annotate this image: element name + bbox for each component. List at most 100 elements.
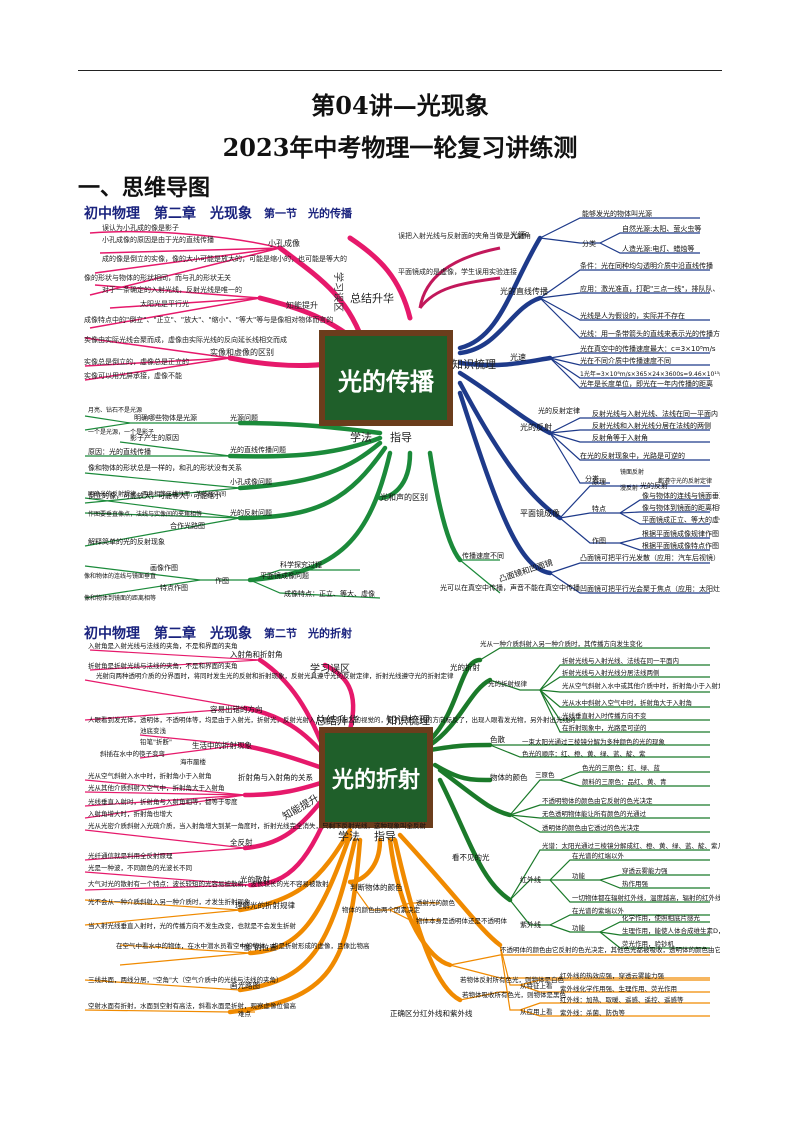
- map1-note: 成的像是倒立的实像，像的大小可能是放大的，可能是缩小的，也可能是等大的: [102, 254, 347, 263]
- map1-note: 成像特点中的"倒立"、"正立"、"放大"、"缩小"、"等大"等与是像相对物体而言…: [84, 315, 333, 324]
- map2-branch-infrared: 红外线: [520, 875, 541, 884]
- map1-note: 能够发光的物体叫光源: [582, 209, 652, 218]
- map2-hub-knowledge: 知识梳理: [386, 713, 430, 727]
- map1-note: 光的反射定律: [538, 406, 580, 415]
- map2-branch-rule: 理解光的折射规律: [235, 900, 295, 910]
- map2-note: 穿透云雾能力强: [622, 866, 668, 875]
- map1-note: 小孔成像的原因是由于光的直线传播: [102, 235, 214, 244]
- map2-title: 初中物理 第二章 光现象: [84, 625, 252, 642]
- map2-note: 光线垂直射入时传播方向不变: [562, 711, 647, 720]
- map1-note: 人造光源:电灯、蜡烛等: [622, 244, 694, 253]
- map1-note: 解释简单的光的反射现象: [88, 537, 165, 546]
- map2-branch-refraction: 光的折射: [450, 662, 480, 672]
- map1-note: 实像总是倒立的，虚像总是正立的: [84, 357, 189, 366]
- map2-note: 透明体的颜色由它透过的色光决定: [542, 823, 640, 832]
- map2-branch-life: 生活中的折射现象: [192, 740, 252, 750]
- map1-branch-sound: 光和声的区别: [380, 492, 428, 502]
- map1-note: 科学探究过程: [280, 560, 322, 569]
- map2-note: 红外线的热效应强，穿透云雾能力强: [560, 971, 665, 980]
- map1-note: 漫反射: [620, 484, 638, 492]
- map2-note: 功能: [572, 923, 586, 932]
- map2-note: 在空气中看水中的物体，在水中潜水员看空中的物体，均是折射形成的虚像，且像比物高: [116, 941, 370, 950]
- map2-note: 光是一种波，不同颜色的光波长不同: [88, 863, 192, 872]
- map2-note: 折射光线与入射光线、法线在同一平面内: [562, 656, 679, 665]
- map2-note: 三原色: [535, 770, 555, 779]
- map2-branch-judge: 判断物体的颜色: [350, 882, 403, 892]
- map2-note: 大气对光的散射有一个特点：波长较短的光容易被散射，波长较长的光不容易被散射: [88, 879, 329, 888]
- map2-note: 在光谱的红端以外: [572, 851, 625, 860]
- map1-mistake-1: 误把入射光线与反射面的夹角当做是入射角: [398, 231, 531, 240]
- map2-note: 功能: [572, 871, 586, 880]
- map2-branch-ir-uv: 正确区分红外线和紫外线: [390, 1008, 473, 1018]
- map1-note: 合作光路图: [170, 521, 205, 530]
- map2-branch-confuse: 容易出错的方向: [210, 704, 263, 714]
- map2-note: 不透明体的颜色由它反射的色光决定，其他色光都被吸收，透明体的颜色由它透过的色光决…: [500, 945, 720, 954]
- map1-note: 一个是光源，一个是影子: [88, 428, 154, 436]
- map2-note: 不透明物体的颜色由它反射的色光决定: [542, 796, 653, 805]
- map2-note: 光从空气斜射入水中时，折射角小于入射角: [88, 771, 212, 780]
- map2-note: 斜插在水中的筷子变弯: [100, 749, 166, 758]
- map2-note: 池底变浅: [140, 726, 167, 735]
- map2-note: 一切物体都在辐射红外线，温度越高，辐射的红外线越多: [572, 893, 720, 902]
- map1-branch-source: 光源: [510, 230, 526, 240]
- map1-note: 实像由实际光线会聚而成，虚像由实际光线的反向延长线相交而成: [84, 335, 287, 344]
- map2-note: 在光谱的紫端以外: [572, 906, 625, 915]
- map1-note: 光线是人为假设的，实际并不存在: [580, 311, 685, 320]
- mind-map-light-refraction: 初中物理 第二章 光现象 第二节 光的折射: [80, 620, 720, 1025]
- document-subtitle: 2023年中考物理一轮复习讲练测: [222, 133, 578, 162]
- map2-note: 生理作用，能使人体合成维生素D，过量照射会使皮肤粗糙: [622, 926, 720, 935]
- map1-note: 倒立的像，可能放大，可能等大，可能缩小: [88, 491, 221, 500]
- map1-note: 光年是长度单位，即光在一年内传播的距离: [580, 379, 713, 388]
- map1-note: 特点: [592, 504, 606, 513]
- map1-note: 平面镜成正立、等大的虚像: [642, 515, 720, 524]
- map1-section: 第一节 光的传播: [264, 206, 353, 220]
- map2-center-label: 光的折射: [331, 767, 420, 793]
- map2-note: 折射角是折射光线与法线的夹角，不是和界面的夹角: [88, 661, 238, 670]
- map1-branch-small-hole: 小孔成像: [268, 238, 300, 248]
- map2-branch-scatter: 光的散射: [240, 874, 270, 884]
- map1-note: 反射光线和入射光线分居在法线的两侧: [592, 421, 711, 430]
- map2-note: 热作用强: [622, 879, 649, 888]
- map2-note: 光射向两种透明介质的分界面时，将同时发生光的反射和折射现象，反射光具遵守光的反射…: [96, 671, 454, 680]
- map1-note: 光可以在真空中传播，声音不能在真空中传播: [440, 583, 580, 592]
- map2-note: 在折射现象中，光路是可逆的: [562, 723, 647, 732]
- map1-branch-plane-q: 平面镜成像问题: [260, 571, 309, 580]
- map1-note: 像和物体到镜面的距离相等: [84, 594, 156, 602]
- map2-note: 折射光线与入射光线分居法线两侧: [562, 668, 660, 677]
- map2-branch-ultraviolet: 紫外线: [520, 920, 541, 929]
- map2-note: 红外线：加热、取暖、遥感、遥控、遥感等: [560, 995, 684, 1004]
- map1-note: 实像可以用光屏承接，虚像不能: [84, 371, 182, 380]
- map2-note: 荧光作用，验钞机: [622, 939, 675, 948]
- map2-hub-summary: 总结升华: [315, 713, 359, 727]
- map2-note: 铅笔"折断": [140, 737, 172, 746]
- map2-branch-relation: 折射角与入射角的关系: [238, 772, 313, 782]
- map1-branch-reflect-q: 光的反射问题: [230, 508, 272, 517]
- map2-note: 无色透明物体能让所有颜色的光通过: [542, 809, 647, 818]
- document-title: 第04讲—光现象: [311, 91, 489, 120]
- map1-branch-source-q: 光源问题: [230, 413, 258, 422]
- map1-note: 对于一条确定的入射光线，反射光线是唯一的: [102, 285, 242, 294]
- map1-note: 条件：光在同种均匀透明介质中沿直线传播: [580, 261, 713, 270]
- map1-note: 像与物体到镜面的距离相等: [642, 503, 720, 512]
- map2-note: 色光的三原色：红、绿、蓝: [582, 763, 661, 772]
- map2-note: 光从光密介质斜射入光疏介质，当入射角增大到某一角度时，折射光线完全消失，只剩下反…: [88, 821, 427, 830]
- map1-note: 反射角等于入射角: [592, 433, 648, 442]
- map1-branch-hole-q: 小孔成像问题: [230, 477, 272, 486]
- map2-branch-path: 画光路图: [230, 980, 260, 990]
- map1-branch-straight: 光的直线传播: [500, 286, 548, 296]
- map1-note: 根据平面镜成像特点作图: [642, 541, 719, 550]
- map1-note: 凹面镜可把平行光会聚于焦点（应用：太阳灶、反射望远镜）: [580, 584, 720, 593]
- map1-center-board: [319, 330, 453, 426]
- map1-note: 像与物体的连线与镜面垂直: [642, 491, 720, 500]
- map2-note: 一束太阳光通过三棱镜分解为多种颜色的光的现象: [522, 737, 666, 746]
- map1-hub-knowledge: 知识梳理: [452, 357, 496, 371]
- map1-note: 成像特点：正立、等大、虚像: [284, 589, 375, 598]
- map2-note: 透射光的颜色: [416, 898, 456, 907]
- map2-note: 紫外线化学作用强、生理作用、荧光作用: [560, 984, 677, 993]
- map1-hub-mistakes: 学习误区: [332, 272, 345, 312]
- map2-note: 紫外线：杀菌、防伪等: [560, 1008, 626, 1017]
- map1-note: 光在不同介质中传播速度不同: [580, 356, 671, 365]
- map2-note: 光从一种介质斜射入另一种介质时，其传播方向发生变化: [480, 639, 643, 648]
- map2-note: 光纤通信就是利用全反射原理: [88, 851, 173, 860]
- map1-note: 作图要垂直像点，法线与实像间的夹角相等: [88, 510, 202, 518]
